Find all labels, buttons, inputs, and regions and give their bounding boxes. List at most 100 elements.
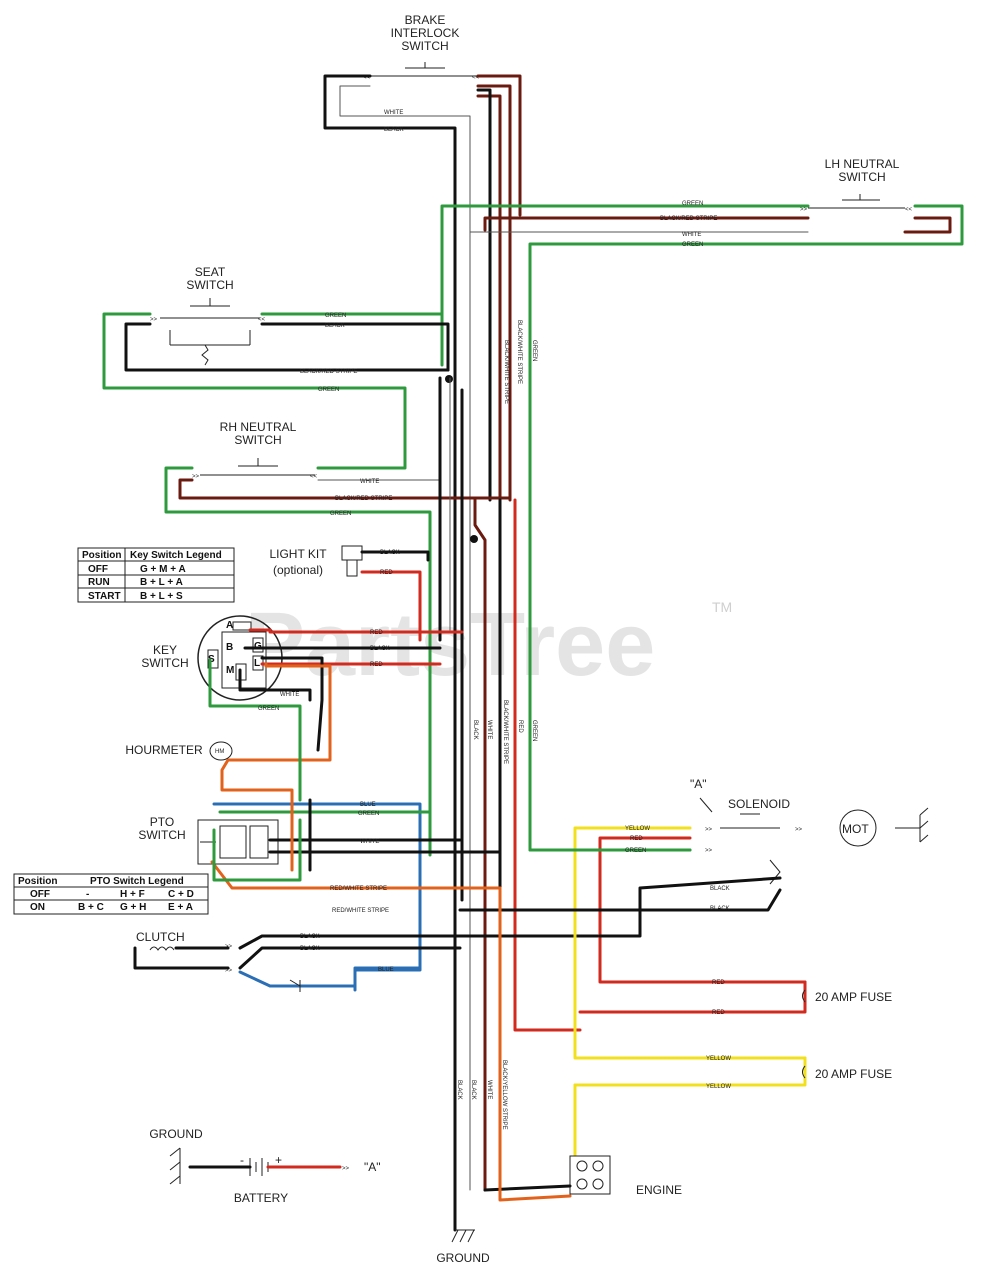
svg-text:>>: >> bbox=[342, 1166, 350, 1172]
wire-label: GREEN bbox=[258, 706, 279, 712]
wire-label: RED bbox=[370, 630, 383, 636]
wire-label: BLACK bbox=[300, 934, 320, 940]
terminal-label: S bbox=[208, 654, 215, 665]
wire-label: BLACK bbox=[380, 550, 400, 556]
wire-label: WHITE bbox=[360, 479, 379, 485]
hourmeter: HM bbox=[209, 741, 233, 761]
wire-label: BLACK/WHITE STRIPE bbox=[516, 320, 522, 384]
table-cell: OFF bbox=[88, 564, 108, 575]
clutch-label: CLUTCH bbox=[136, 930, 185, 944]
wire-label: GREEN bbox=[625, 848, 646, 854]
motor-ground-icon bbox=[895, 807, 929, 843]
wire-label: GREEN bbox=[531, 720, 537, 741]
wire-label: RED bbox=[630, 836, 643, 842]
wire-label: BLACK/WHITE STRIPE bbox=[502, 700, 508, 764]
fuse-2 bbox=[802, 1065, 806, 1079]
wire-label: BLACK/RED STRIPE bbox=[660, 216, 717, 222]
wire-label: WHITE bbox=[384, 110, 403, 116]
table-cell: OFF bbox=[30, 889, 50, 900]
wire-label: WHITE bbox=[486, 720, 492, 739]
svg-text:>>: >> bbox=[705, 827, 713, 833]
pto-switch-legend-table: Position PTO Switch Legend OFF - H + F C… bbox=[13, 873, 209, 915]
fuse-2-label: 20 AMP FUSE bbox=[815, 1067, 892, 1081]
wire-label: BLUE bbox=[360, 802, 376, 808]
table-header: Position bbox=[82, 550, 121, 561]
svg-text:<<: << bbox=[310, 474, 318, 480]
wire-label: WHITE bbox=[486, 1080, 492, 1099]
solenoid-label: SOLENOID bbox=[728, 797, 790, 811]
wire-label: RED bbox=[370, 662, 383, 668]
table-cell: - bbox=[86, 889, 89, 900]
terminal-label: L bbox=[254, 658, 260, 669]
ground-bottom-icon bbox=[451, 1229, 475, 1243]
wire-label: BLACK bbox=[710, 886, 730, 892]
solenoid-ref: "A" bbox=[690, 777, 707, 791]
ground-left-icon bbox=[169, 1147, 181, 1185]
battery-minus: - bbox=[240, 1153, 244, 1167]
svg-text:>>: >> bbox=[795, 827, 803, 833]
battery-label: BATTERY bbox=[234, 1191, 288, 1205]
wire-label: RED/WHITE STRIPE bbox=[330, 886, 387, 892]
battery: - + bbox=[240, 1153, 282, 1176]
ground-left-label: GROUND bbox=[149, 1127, 203, 1141]
light-kit-label: LIGHT KIT bbox=[269, 547, 327, 561]
wire-label: YELLOW bbox=[625, 826, 650, 832]
brake-interlock-switch: << << bbox=[363, 62, 480, 81]
lh-neutral-switch: >> << bbox=[800, 194, 913, 213]
light-kit-optional: (optional) bbox=[273, 563, 323, 577]
hourmeter-symbol: HM bbox=[215, 749, 224, 755]
svg-text:>>: >> bbox=[192, 474, 200, 480]
wire-label: BLACK/RED STRIPE bbox=[300, 369, 357, 375]
table-cell: B + L + S bbox=[140, 591, 183, 602]
wire-label: GREEN bbox=[531, 340, 537, 361]
key-switch: A B G M L S bbox=[197, 615, 283, 701]
fuse-1-label: 20 AMP FUSE bbox=[815, 990, 892, 1004]
wire-label: RED bbox=[380, 570, 393, 576]
table-cell: G + M + A bbox=[140, 564, 186, 575]
engine-connector bbox=[569, 1155, 611, 1195]
svg-text:<<: << bbox=[363, 75, 371, 81]
table-cell: C + D bbox=[168, 889, 194, 900]
wire-label: BLACK bbox=[370, 646, 390, 652]
key-switch-legend-table: Position Key Switch Legend OFF G + M + A… bbox=[77, 547, 235, 603]
table-cell: B + L + A bbox=[140, 577, 183, 588]
wire-label: BLACK bbox=[710, 906, 730, 912]
pto-switch bbox=[197, 819, 279, 865]
wire-label: BLUE bbox=[378, 967, 394, 973]
wire-label: RED bbox=[712, 980, 725, 986]
solenoid: >> >> >> bbox=[699, 797, 803, 885]
watermark-tm: TM bbox=[712, 599, 732, 615]
svg-text:<<: << bbox=[472, 75, 480, 81]
svg-text:>>: >> bbox=[800, 207, 808, 213]
table-cell: B + C bbox=[78, 902, 104, 913]
wire-label: GREEN bbox=[325, 313, 346, 319]
engine-label: ENGINE bbox=[636, 1183, 682, 1197]
hourmeter-label: HOURMETER bbox=[125, 743, 203, 757]
svg-text:>>: >> bbox=[225, 968, 233, 974]
wire-label: BLACK/YELLOW STRIPE bbox=[501, 1060, 507, 1130]
wire-label: GREEN bbox=[318, 387, 339, 393]
battery-plus: + bbox=[275, 1153, 282, 1167]
wire-label: RED bbox=[517, 720, 523, 733]
terminal-label: B bbox=[226, 642, 233, 653]
svg-text:>>: >> bbox=[705, 848, 713, 854]
table-cell: H + F bbox=[120, 889, 145, 900]
splice-dot bbox=[445, 375, 453, 383]
wire-label: BLACK/RED STRIPE bbox=[335, 496, 392, 502]
wire-label: RED/WHITE STRIPE bbox=[332, 908, 389, 914]
wire-label: BLACK bbox=[456, 1080, 462, 1100]
wire-label: BLACK bbox=[470, 1080, 476, 1100]
wire-label: BLACK bbox=[384, 127, 404, 133]
table-cell: START bbox=[88, 591, 121, 602]
battery-ref: "A" bbox=[364, 1160, 381, 1174]
splice-dot bbox=[470, 535, 478, 543]
wire-label: GREEN bbox=[682, 242, 703, 248]
table-cell: G + H bbox=[120, 902, 146, 913]
terminal-label: A bbox=[226, 620, 233, 631]
fuse-1 bbox=[802, 989, 806, 1003]
table-header: Position bbox=[18, 876, 57, 887]
